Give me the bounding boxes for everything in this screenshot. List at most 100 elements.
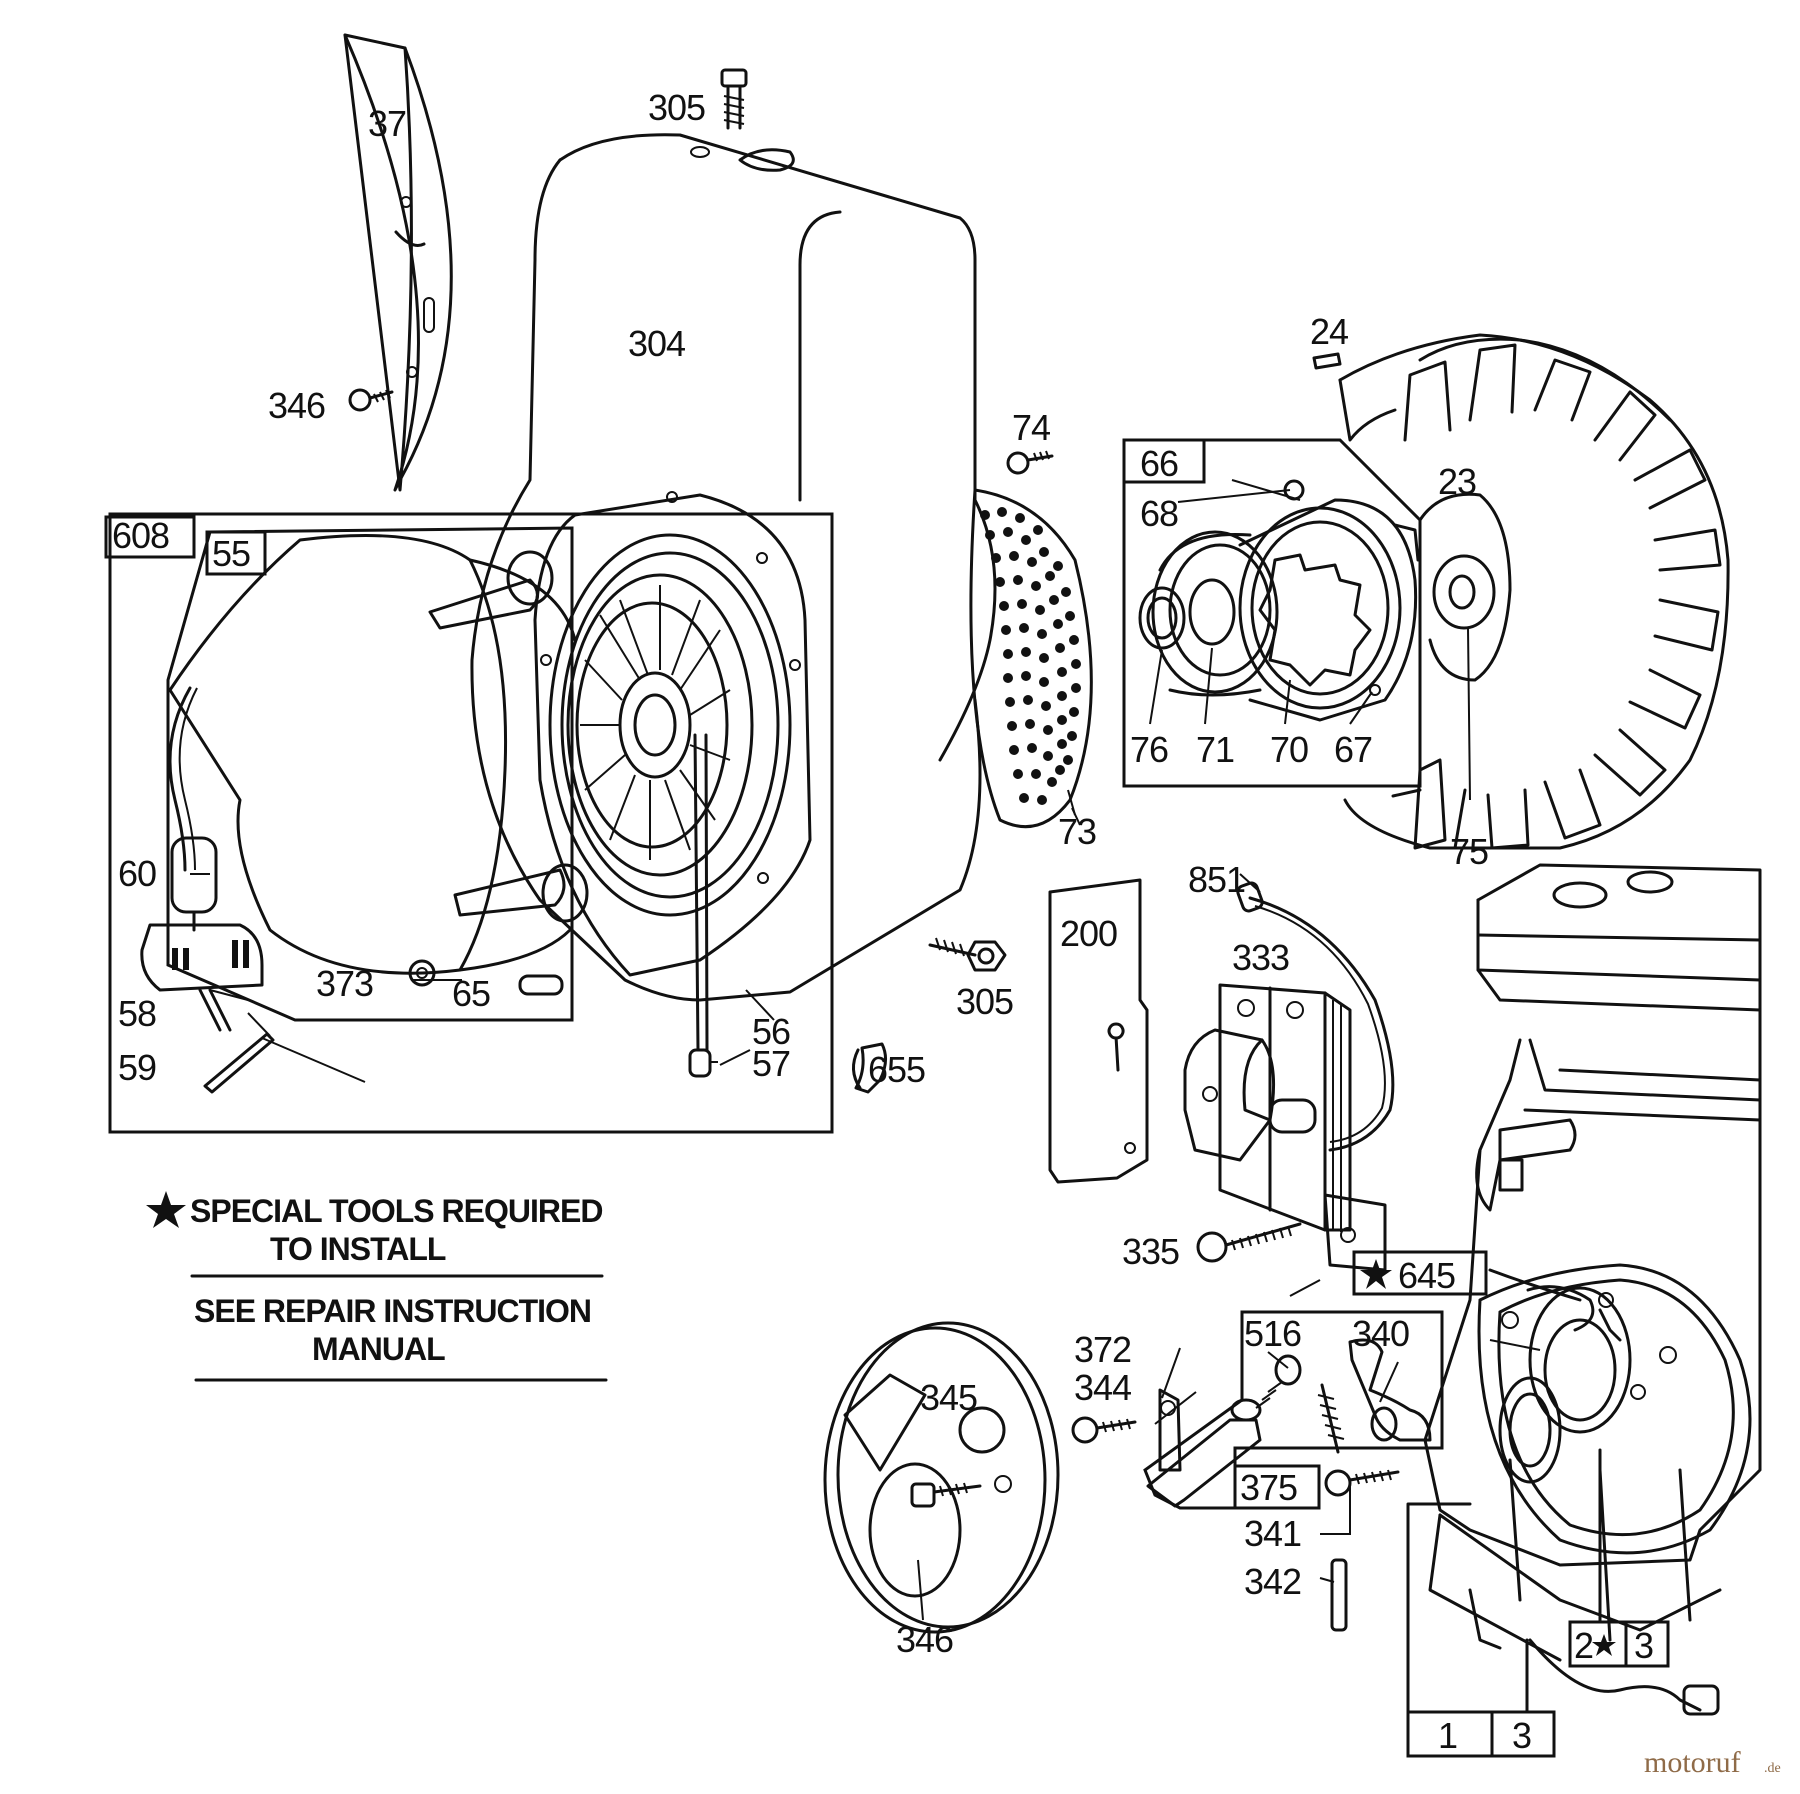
part-655-clip xyxy=(852,1042,887,1094)
label-3-lower: 3 xyxy=(1512,1715,1531,1756)
label-645: 645 xyxy=(1398,1255,1455,1296)
label-76: 76 xyxy=(1130,729,1168,770)
ground-wire xyxy=(1528,1638,1702,1712)
screw-346-upper xyxy=(348,388,394,412)
label-333: 333 xyxy=(1232,937,1289,978)
label-65: 65 xyxy=(452,973,490,1014)
governor-lever xyxy=(1146,1398,1262,1508)
part-1-crankcase xyxy=(1423,863,1762,1662)
tag-3 xyxy=(1490,1710,1556,1758)
label-372: 372 xyxy=(1074,1329,1131,1370)
part-851-wire xyxy=(1236,881,1395,1152)
box-55 xyxy=(166,526,574,1022)
part-345-disc xyxy=(823,1321,1060,1634)
label-68: 68 xyxy=(1140,493,1178,534)
label-373: 373 xyxy=(316,963,373,1004)
ignition-cable xyxy=(168,686,192,872)
watermark: motoruf .de xyxy=(1644,1746,1781,1779)
clutch-assembly xyxy=(1151,498,1420,722)
part-24-key xyxy=(1312,352,1342,370)
label-1: 1 xyxy=(1438,1715,1457,1756)
label-59: 59 xyxy=(118,1047,156,1088)
part-340-governor-crank xyxy=(1317,1338,1432,1454)
star-icon xyxy=(1360,1259,1392,1289)
part-60-terminal xyxy=(170,836,218,932)
label-58: 58 xyxy=(118,993,156,1034)
part-516-spring xyxy=(1255,1354,1302,1409)
label-342: 342 xyxy=(1244,1561,1301,1602)
part-333-ignition-armature xyxy=(1183,983,1387,1272)
part-200-bracket xyxy=(1048,878,1149,1184)
part-65-spacer xyxy=(518,974,564,996)
note-line-1: SPECIAL TOOLS REQUIRED xyxy=(190,1193,602,1229)
label-305-top: 305 xyxy=(648,87,705,128)
box-516-340 xyxy=(1143,1310,1444,1510)
tag-2-3-right xyxy=(1624,1620,1670,1668)
label-60: 60 xyxy=(118,853,156,894)
part-73-rotating-screen xyxy=(969,488,1093,829)
note-line-3: SEE REPAIR INSTRUCTION xyxy=(194,1293,591,1329)
label-345: 345 xyxy=(920,1377,977,1418)
part-59-pin xyxy=(203,1032,275,1094)
label-305-lower: 305 xyxy=(956,981,1013,1022)
star-icon xyxy=(146,1191,186,1228)
label-23: 23 xyxy=(1438,461,1476,502)
label-55: 55 xyxy=(212,533,250,574)
label-375: 375 xyxy=(1240,1467,1297,1508)
screw-305-top xyxy=(720,68,748,130)
box-608 xyxy=(108,512,834,1134)
label-341: 341 xyxy=(1244,1513,1301,1554)
label-851: 851 xyxy=(1188,859,1245,900)
label-346-lower: 346 xyxy=(896,1619,953,1660)
tag-55 xyxy=(205,530,267,576)
part-57-starter-rope xyxy=(688,733,712,1078)
label-71: 71 xyxy=(1196,729,1234,770)
part-23-flywheel xyxy=(1338,333,1730,850)
tag-375 xyxy=(1233,1464,1321,1510)
label-335: 335 xyxy=(1122,1231,1179,1272)
note-line-4: MANUAL xyxy=(312,1331,445,1367)
part-335-screw xyxy=(1196,1222,1302,1263)
label-56: 56 xyxy=(752,1011,790,1052)
leader-lines xyxy=(190,479,1541,1621)
wire-terminal xyxy=(1682,1684,1720,1716)
star-icon xyxy=(1592,1634,1616,1656)
part-74-screw xyxy=(1006,450,1054,475)
part-76-washer xyxy=(1138,586,1186,650)
label-75: 75 xyxy=(1450,831,1488,872)
label-66: 66 xyxy=(1140,443,1178,484)
part-58-stop-switch xyxy=(140,923,264,1032)
part-37-shroud-plate xyxy=(343,33,453,492)
screw-305-lower xyxy=(928,937,1007,972)
special-tools-note: SPECIAL TOOLS REQUIRED TO INSTALL SEE RE… xyxy=(146,1191,608,1382)
part-645-seal xyxy=(1488,1268,1622,1342)
label-37: 37 xyxy=(368,103,406,144)
watermark-brand: motoruf xyxy=(1644,1746,1741,1779)
part-342-pin xyxy=(1330,1558,1348,1632)
label-516: 516 xyxy=(1244,1313,1301,1354)
label-57: 57 xyxy=(752,1043,790,1084)
box-66 xyxy=(1122,438,1422,788)
part-56-rewind-pulley xyxy=(548,533,792,917)
label-304: 304 xyxy=(628,323,685,364)
label-67: 67 xyxy=(1334,729,1372,770)
label-200: 200 xyxy=(1060,913,1117,954)
part-373-nut xyxy=(408,959,436,987)
tag-645 xyxy=(1352,1250,1488,1296)
label-340: 340 xyxy=(1352,1313,1409,1354)
label-608: 608 xyxy=(112,515,169,556)
part-344-screw xyxy=(1071,1416,1137,1444)
label-73: 73 xyxy=(1058,811,1096,852)
label-3-upper: 3 xyxy=(1634,1625,1653,1666)
watermark-suffix: .de xyxy=(1764,1761,1781,1776)
tag-608 xyxy=(104,515,196,559)
part-341-screw xyxy=(1324,1469,1400,1497)
tag-66 xyxy=(1122,438,1206,484)
label-70: 70 xyxy=(1270,729,1308,770)
label-655: 655 xyxy=(868,1049,925,1090)
label-2: 2 xyxy=(1574,1625,1593,1666)
label-74: 74 xyxy=(1012,407,1050,448)
label-24: 24 xyxy=(1310,311,1348,352)
label-344: 344 xyxy=(1074,1367,1131,1408)
